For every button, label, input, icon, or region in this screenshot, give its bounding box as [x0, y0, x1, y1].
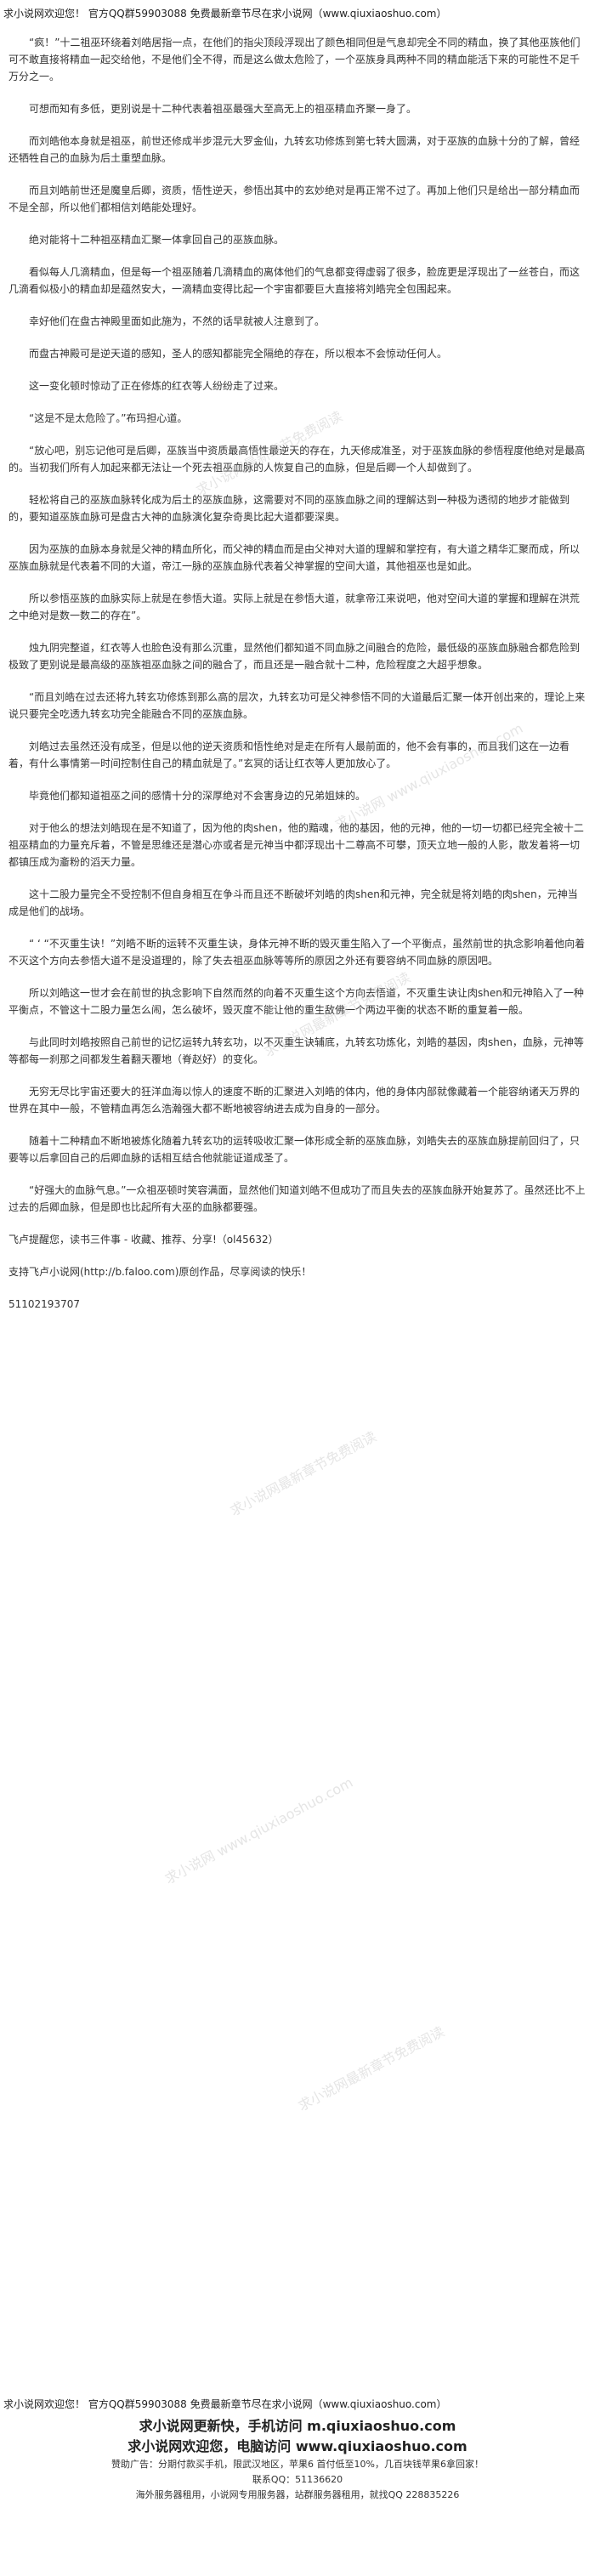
paragraph: “ ‘ “不灭重生诀！”刘皓不断的运转不灭重生诀，身体元神不断的毁灭重生陷入了一…	[8, 938, 586, 967]
paragraph: 轻松将自己的巫族血脉转化成为后土的巫族血脉，这需要对不同的巫族血脉之间的理解达到…	[8, 494, 570, 523]
paragraph: 这十二股力量完全不受控制不但自身相互在争斗而且还不断破坏刘皓的肉shen和元神，…	[8, 888, 578, 917]
paragraph: “疯！”十二祖巫环绕着刘皓居指一点，在他们的指尖顶段浮现出了颜色相同但是气息却完…	[8, 37, 581, 82]
paragraph: 与此同时刘皓按照自己前世的记忆运转九转玄功，以不灭重生诀辅底，九转玄功炼化，刘皓…	[8, 1036, 584, 1065]
paragraph: “而且刘皓在过去还将九转玄功修炼到那么高的层次，九转玄功可是父神参悟不同的大道最…	[8, 691, 586, 720]
paragraph: 因为巫族的血脉本身就是父神的精血所化，而父神的精血而是由父神对大道的理解和掌控有…	[8, 543, 581, 572]
paragraph: 这一变化顿时惊动了正在修炼的红衣等人纷纷走了过来。	[29, 380, 285, 392]
footer-top-notice: 求小说网欢迎您！ 官方QQ群59903088 免费最新章节尽在求小说网（www.…	[3, 2398, 447, 2410]
paragraph: 随着十二种精血不断地被炼化随着九转玄功的运转吸收汇聚一体形成全新的巫族血脉，刘皓…	[8, 1135, 581, 1164]
paragraph: 而盘古神殿可是逆天道的感知，圣人的感知都能完全隔绝的存在，所以根本不会惊动任何人…	[29, 348, 448, 360]
paragraph: “放心吧，别忘记他可是后卿，巫族当中资质最高悟性最逆天的存在，九天修成准圣，对于…	[8, 445, 586, 474]
paragraph: “好强大的血脉气息。”一众祖巫顿时笑容满面，显然他们知道刘皓不但成功了而且失去的…	[8, 1184, 586, 1213]
watermark-6: 求小说网 www.qiuxiaoshuo.com	[162, 1773, 356, 1887]
paragraph: 所以参悟巫族的血脉实际上就是在参悟大道。实际上就是在参悟大道，就拿帝江来说吧，他…	[8, 593, 581, 621]
paragraph: “这是不是太危险了。”布玛担心道。	[29, 412, 188, 424]
paragraph: 可想而知有多低，更别说是十二种代表着祖巫最强大至高无上的祖巫精血齐聚一身了。	[29, 103, 417, 115]
paragraph: 而刘皓他本身就是祖巫，前世还修成半步混元大罗金仙，九转玄功修炼到第七转大圆满，对…	[8, 135, 581, 164]
paragraph: 而且刘皓前世还是魔皇后卿，资质，悟性逆天，参悟出其中的玄妙绝对是再正常不过了。再…	[8, 184, 581, 213]
watermark-4: 求小说网最新章节免费阅读	[295, 2023, 447, 2114]
paragraph: 无穷无尽比宇宙还要大的狂洋血海以惊人的速度不断的汇聚进入刘皓的体内，他的身体内部…	[8, 1086, 581, 1115]
paragraph: 看似每人几滴精血，但是每一个祖巫随着几滴精血的离体他们的气息都变得虚弱了很多，脸…	[8, 266, 581, 295]
support-link-text[interactable]: 支持飞卢小说网(http://b.faloo.com)原创作品，尽享阅读的快乐！	[8, 1266, 312, 1278]
chapter-content: “疯！”十二祖巫环绕着刘皓居指一点，在他们的指尖顶段浮现出了颜色相同但是气息却完…	[8, 34, 586, 1328]
desktop-access-text[interactable]: 求小说网欢迎您，电脑访问 www.qiuxiaoshuo.com	[128, 2438, 468, 2454]
paragraph: 对于他么的想法刘皓现在是不知道了，因为他的肉shen，他的黯魂，他的基因，他的元…	[8, 822, 584, 868]
paragraph: 刘皓过去虽然还没有成圣，但是以他的逆天资质和悟性绝对是走在所有人最前面的，他不会…	[8, 740, 570, 769]
paragraph: 所以刘皓这一世才会在前世的执念影响下自然而然的向着不灭重生这个方向去悟道，不灭重…	[8, 987, 584, 1016]
paragraph: 绝对能将十二种祖巫精血汇聚一体拿回自己的巫族血脉。	[29, 234, 285, 246]
mobile-access-text[interactable]: 求小说网更新快，手机访问 m.qiuxiaoshuo.com	[139, 2418, 456, 2434]
paragraph: 幸好他们在盘古神殿里面如此施为，不然的话早就被人注意到了。	[29, 315, 326, 327]
server-ad[interactable]: 海外服务器租用，小说网专用服务器，站群服务器租用，就找QQ 228835226	[135, 2489, 460, 2500]
paragraph: 烛九阴完整道，红衣等人也脸色没有那么沉重，显然他们都知道不同血脉之间融合的危险，…	[8, 642, 581, 671]
reading-reminder: 飞卢提醒您，读书三件事 - 收藏、推荐、分享!（ol45632）	[8, 1234, 279, 1245]
watermark-3: 求小说网最新章节免费阅读	[227, 1427, 379, 1519]
top-notice: 求小说网欢迎您！ 官方QQ群59903088 免费最新章节尽在求小说网（www.…	[3, 8, 447, 20]
reference-number: 51102193707	[8, 1298, 80, 1310]
contact-qq: 联系QQ：51136620	[252, 2474, 343, 2485]
sponsor-ad[interactable]: 赞助广告：分期付款买手机，限武汉地区，苹果6 首付低至10%，几百块钱苹果6拿回…	[111, 2459, 484, 2470]
paragraph: 毕竟他们都知道祖巫之间的感情十分的深厚绝对不会害身边的兄弟姐妹的。	[29, 790, 366, 802]
footer: 求小说网欢迎您！ 官方QQ群59903088 免费最新章节尽在求小说网（www.…	[0, 2397, 595, 2503]
